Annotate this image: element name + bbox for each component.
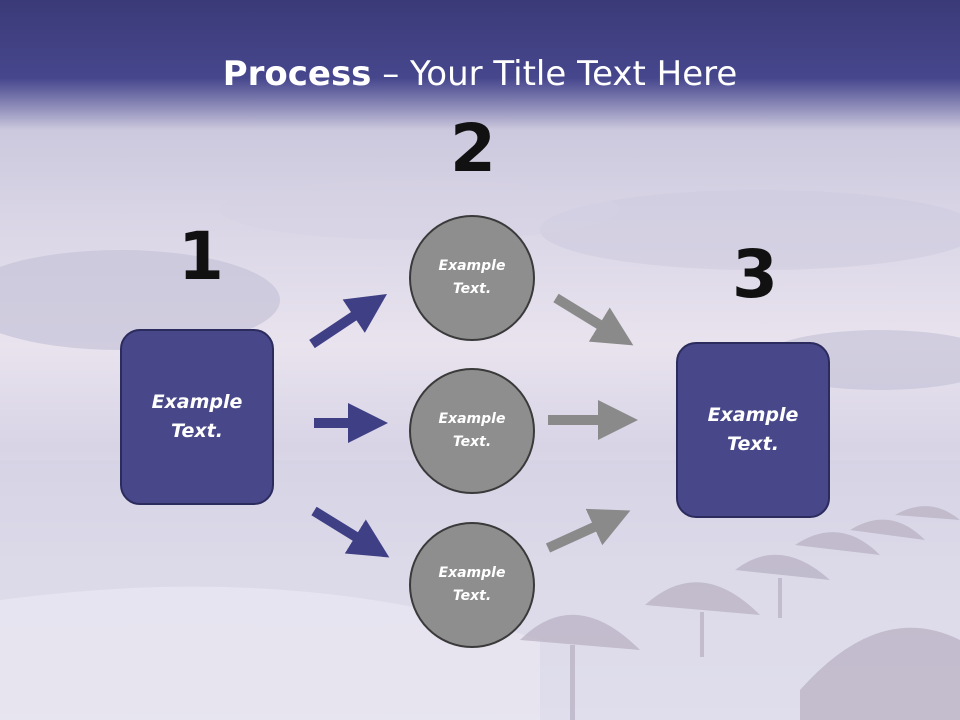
title-rest: – Your Title Text Here: [371, 54, 738, 94]
slide-title: Process – Your Title Text Here: [0, 54, 960, 94]
right-box-text: Example Text.: [707, 404, 799, 455]
step-number-3: 3: [732, 236, 778, 313]
circle-text-top: Example Text.: [438, 258, 506, 297]
step-number-2: 2: [450, 110, 496, 187]
right-process-box[interactable]: Example Text.: [676, 342, 830, 518]
circle-text-bottom: Example Text.: [438, 565, 506, 604]
arrow-top-to-right: [553, 293, 634, 346]
arrow-left-to-top: [309, 294, 387, 349]
circle-step-middle[interactable]: Example Text.: [409, 368, 535, 494]
title-banner: [0, 0, 960, 130]
circle-step-bottom[interactable]: Example Text.: [409, 522, 535, 648]
left-process-box[interactable]: Example Text.: [120, 329, 274, 505]
title-bold: Process: [222, 54, 372, 94]
circle-text-middle: Example Text.: [438, 411, 506, 450]
arrow-bottom-to-right: [545, 508, 631, 553]
circle-step-top[interactable]: Example Text.: [409, 215, 535, 341]
step-number-1: 1: [178, 218, 224, 295]
left-box-text: Example Text.: [151, 391, 243, 442]
arrow-left-to-bottom: [311, 506, 390, 558]
